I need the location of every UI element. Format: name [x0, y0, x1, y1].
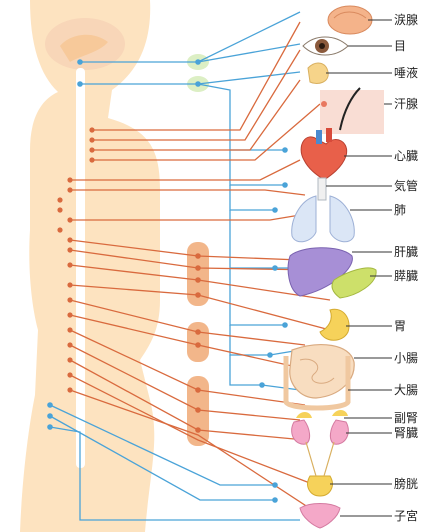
label-large-intestine: 大腸 [394, 383, 418, 397]
label-leaders [326, 19, 392, 517]
kidney-icon [291, 419, 349, 445]
label-stomach: 胃 [394, 319, 406, 333]
label-salivary: 唾液 [394, 65, 418, 80]
label-heart: 心臓 [394, 149, 418, 163]
lacrimal-gland-icon [327, 5, 373, 35]
label-uterus: 子宮 [394, 508, 418, 523]
label-eye: 目 [394, 39, 406, 53]
label-trachea: 気管 [394, 178, 418, 193]
label-lung: 肺 [394, 203, 406, 217]
label-sweat: 汗腺 [394, 97, 418, 111]
eye-icon [302, 36, 349, 56]
uterus-icon [299, 503, 341, 529]
body-silhouette [20, 0, 160, 532]
small-intestine-icon [289, 344, 355, 399]
label-liver: 肝臓 [394, 245, 418, 259]
label-kidney: 腎臓 [394, 426, 418, 440]
lung-icon [291, 195, 355, 243]
label-small-intestine: 小腸 [394, 351, 418, 365]
organ-labels: 涙腺 目 唾液 汗腺 心臓 気管 肺 肝臓 膵臓 胃 小腸 大腸 副腎 腎臓 膀… [394, 12, 418, 523]
parasympathetic-dots [47, 59, 288, 503]
bladder-icon [305, 441, 335, 497]
spinal-cord [76, 68, 85, 468]
heart-icon [300, 128, 348, 181]
brain-icon [45, 18, 125, 70]
trachea-icon [317, 177, 327, 201]
ganglion-dots [195, 253, 201, 433]
label-pancreas: 膵臓 [394, 269, 418, 283]
large-intestine-icon [283, 356, 351, 411]
label-adrenal: 副腎 [394, 411, 418, 425]
label-bladder: 膀胱 [394, 476, 418, 491]
adrenal-gland-icon [296, 410, 348, 418]
label-lacrimal: 涙腺 [394, 12, 418, 27]
stomach-icon [319, 308, 350, 341]
salivary-gland-icon [307, 62, 329, 85]
sweat-gland-icon [320, 87, 384, 134]
pancreas-icon [331, 267, 377, 299]
sympathetic-root-dots [57, 127, 95, 393]
